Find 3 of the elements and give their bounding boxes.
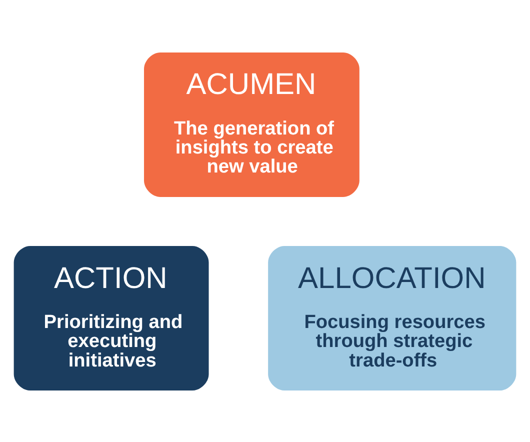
node-box: ALLOCATION Focusing resources through strategic trade-offs: [268, 246, 516, 390]
node-box: ACUMEN The generation of insights to create new value: [144, 52, 360, 196]
node-box: ACTION Prioritizing and executing initiatives: [14, 246, 209, 390]
